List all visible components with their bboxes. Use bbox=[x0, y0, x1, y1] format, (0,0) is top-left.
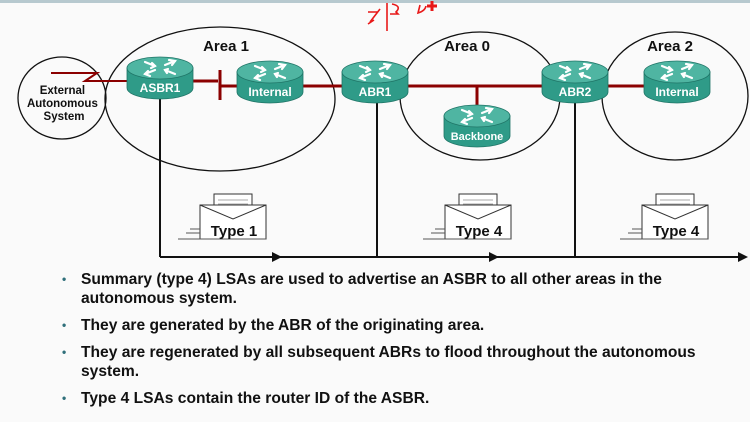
serial-link-external bbox=[51, 72, 130, 82]
network-links bbox=[51, 70, 650, 105]
external-system-label: External Autonomous System bbox=[27, 85, 101, 123]
bullet-dot: • bbox=[62, 272, 67, 286]
bullet-dot: • bbox=[62, 391, 67, 405]
bullet-item: • Summary (type 4) LSAs are used to adver… bbox=[62, 270, 742, 308]
router-abr1: ABR1 bbox=[341, 60, 409, 104]
area-1-boundary bbox=[104, 26, 336, 172]
router-label: Internal bbox=[655, 85, 698, 99]
lsa-envelope: Type 4 bbox=[423, 193, 512, 240]
bullet-text: Summary (type 4) LSAs are used to advert… bbox=[81, 271, 662, 307]
router-arrows-icon bbox=[660, 62, 694, 82]
bullet-text: They are regenerated by all subsequent A… bbox=[81, 344, 696, 380]
area-1-label: Area 1 bbox=[203, 38, 249, 55]
router-arrows-icon bbox=[460, 106, 494, 126]
router-internal1: Internal bbox=[236, 60, 304, 104]
arrow-head-3 bbox=[738, 252, 748, 262]
router-internal2: Internal bbox=[643, 60, 711, 104]
router-backbone: Backbone bbox=[443, 104, 511, 148]
router-label: ASBR1 bbox=[140, 81, 181, 95]
external-line-3: System bbox=[44, 111, 85, 123]
arrow-head-1 bbox=[272, 252, 282, 262]
lsa-type-label: Type 1 bbox=[211, 223, 257, 240]
router-arrows-icon bbox=[143, 58, 177, 78]
bullet-item: • Type 4 LSAs contain the router ID of th… bbox=[62, 389, 742, 408]
bullet-dot: • bbox=[62, 318, 67, 332]
handwritten-annotation bbox=[367, 1, 437, 31]
lsa-flow-arrows bbox=[272, 252, 748, 262]
bullet-item: • They are generated by the ABR of the or… bbox=[62, 316, 742, 335]
arrow-head-2 bbox=[489, 252, 499, 262]
external-line-1: External bbox=[40, 85, 85, 97]
area-0-label: Area 0 bbox=[444, 38, 490, 55]
router-arrows-icon bbox=[358, 62, 392, 82]
router-abr2: ABR2 bbox=[541, 60, 609, 104]
area-2-label: Area 2 bbox=[647, 38, 693, 55]
router-label: ABR1 bbox=[359, 85, 392, 99]
bullet-item: • They are regenerated by all subsequent … bbox=[62, 343, 742, 381]
bullet-list: • Summary (type 4) LSAs are used to adver… bbox=[62, 270, 742, 416]
router-asbr1: ASBR1 bbox=[126, 56, 194, 100]
lsa-flow-lines bbox=[159, 98, 740, 258]
router-label: ABR2 bbox=[559, 85, 592, 99]
external-line-2: Autonomous bbox=[27, 98, 98, 110]
router-arrows-icon bbox=[253, 62, 287, 82]
bullet-text: They are generated by the ABR of the ori… bbox=[81, 317, 485, 334]
bullet-dot: • bbox=[62, 345, 67, 359]
lsa-type-label: Type 4 bbox=[653, 223, 700, 240]
ospf-area-diagram: Area 1 Area 0 Area 2 External Autonomous… bbox=[17, 1, 749, 262]
bullet-text: Type 4 LSAs contain the router ID of the… bbox=[81, 390, 430, 407]
lsa-envelope: Type 1 bbox=[178, 193, 267, 240]
top-border bbox=[0, 0, 750, 3]
lsa-type-label: Type 4 bbox=[456, 223, 503, 240]
router-arrows-icon bbox=[558, 62, 592, 82]
external-system-circle bbox=[17, 56, 107, 140]
lsa-envelope: Type 4 bbox=[620, 193, 709, 240]
router-label: Internal bbox=[248, 85, 291, 99]
router-label: Backbone bbox=[451, 131, 504, 143]
